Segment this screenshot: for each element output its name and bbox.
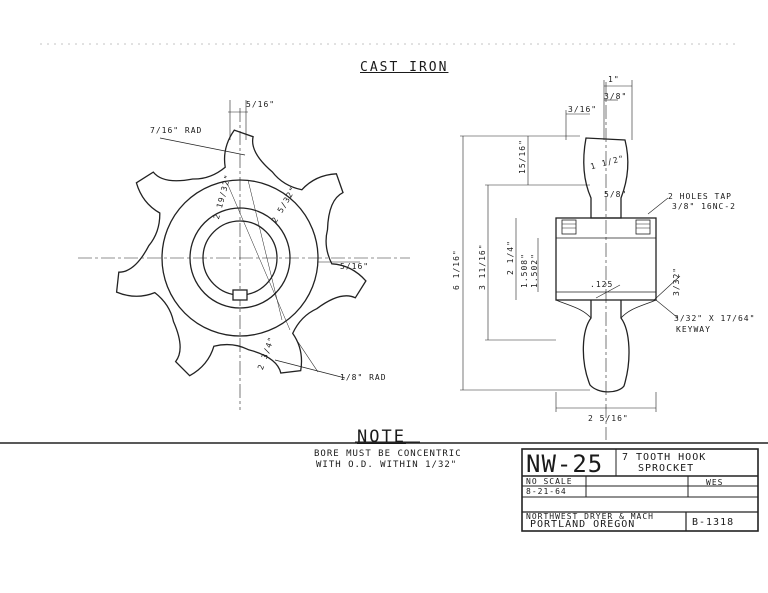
tooth-width-label: 5/16"	[246, 100, 276, 109]
part-number: NW-25	[526, 450, 604, 478]
title-block	[521, 448, 759, 532]
hub-width-label: 3/8"	[604, 92, 628, 101]
note-line1: BORE MUST BE CONCENTRIC	[314, 449, 462, 459]
radius-leader	[159, 137, 246, 156]
tap-leader	[647, 197, 669, 215]
chamfer-label: .125	[590, 280, 614, 289]
drawing-number: B-1318	[692, 517, 735, 528]
company-line2: PORTLAND OREGON	[530, 519, 636, 530]
keyway-leader	[655, 299, 679, 319]
right-dim-label: 5/16"	[340, 262, 370, 271]
keyway-label-line2: KEYWAY	[676, 325, 711, 334]
chamfer-leader	[595, 284, 621, 299]
tap-hole-right	[635, 219, 651, 235]
sprocket-front-view	[78, 100, 410, 410]
drawn-by-label: WES	[706, 478, 724, 487]
bore-min-label: 1.502"	[530, 253, 539, 288]
diagonal-dim-line-2	[247, 179, 283, 321]
hub-dia-label: 2 1/4"	[506, 240, 515, 275]
sprocket-outline	[115, 129, 367, 377]
tap-note-line1: 2 HOLES TAP	[668, 192, 732, 201]
tip-radius-label: 7/16" RAD	[150, 126, 203, 135]
keyway-depth-label: 3/32"	[672, 266, 681, 296]
company-line1: NORTHWEST DRYER & MACH	[526, 512, 654, 521]
lower-tooth-profile	[582, 300, 630, 393]
keyway-label-line1: 3/32" X 17/64"	[674, 314, 756, 323]
root-radius-leader	[274, 359, 346, 379]
root-dim-a	[297, 341, 319, 373]
scale-label: NO SCALE	[526, 477, 573, 486]
overall-height-label: 6 1/16"	[452, 249, 461, 290]
tap-hole-left	[561, 219, 577, 235]
tooth-height-label: 15/16"	[518, 139, 527, 174]
offset-label: 3/16"	[568, 105, 598, 114]
tap-note-line2: 3/8" 16NC-2	[672, 202, 736, 211]
material-title: CAST IRON	[360, 60, 449, 75]
bore-max-label: 1.508"	[520, 253, 529, 288]
bottom-width-label: 2 5/16"	[588, 414, 629, 423]
keyway-notch	[232, 289, 248, 301]
root-radius-label: 1/8" RAD	[340, 373, 387, 382]
height-2-label: 3 11/16"	[478, 243, 487, 290]
date-label: 8-21-64	[526, 487, 567, 496]
title-block-frame	[521, 448, 759, 532]
sprocket-side-view	[460, 80, 681, 440]
pitch-circle	[161, 179, 319, 337]
note-heading: NOTE	[357, 427, 406, 447]
note-line2: WITH O.D. WITHIN 1/32"	[316, 460, 458, 470]
description-line1: 7 TOOTH HOOK	[622, 452, 707, 463]
hole-small-label: 5/8"	[604, 190, 628, 199]
diagonal-dim-line	[227, 184, 291, 331]
hub-circle	[189, 207, 291, 309]
description-line2: SPROCKET	[638, 463, 695, 474]
hub-rectangle	[555, 217, 657, 301]
overall-width-label: 1"	[608, 75, 620, 84]
